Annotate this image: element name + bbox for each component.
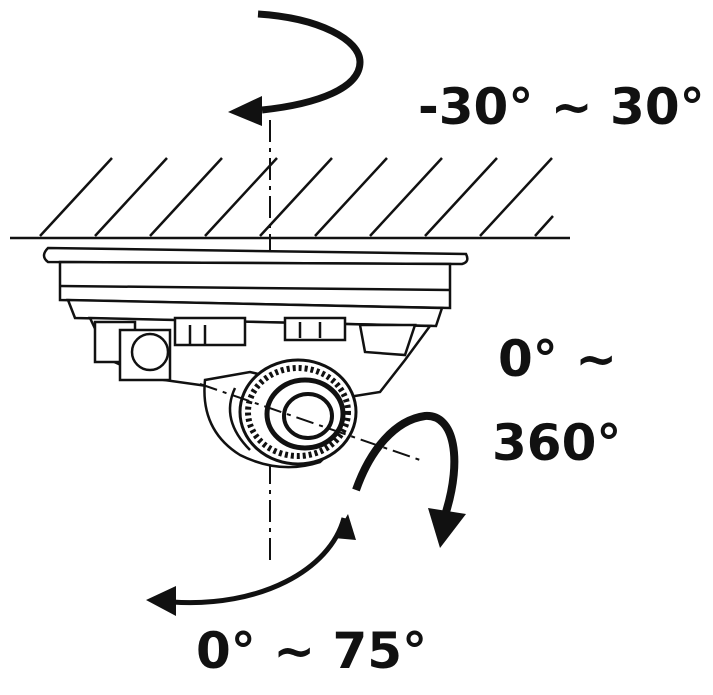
- rotation-arrow-tail: [334, 514, 356, 540]
- ceiling-hatch: [39, 157, 554, 237]
- rotation-range-label: 0° ~ 75°: [196, 622, 428, 680]
- tilt-arrow-head: [228, 96, 262, 126]
- pan-arrow-head: [428, 508, 466, 548]
- pan-arrow: [352, 412, 459, 514]
- tilt-arrow: [257, 10, 364, 114]
- lens-axis: [199, 383, 421, 461]
- rotation-arrow-head: [146, 586, 176, 616]
- pan-range-label-line1: 0° ~: [498, 330, 618, 388]
- camera-lens: [238, 358, 358, 466]
- rotation-arrow: [171, 517, 347, 606]
- pan-range-label-line2: 360°: [492, 414, 622, 472]
- camera-body: [42, 246, 469, 469]
- tilt-range-label: -30° ~ 30°: [418, 78, 705, 136]
